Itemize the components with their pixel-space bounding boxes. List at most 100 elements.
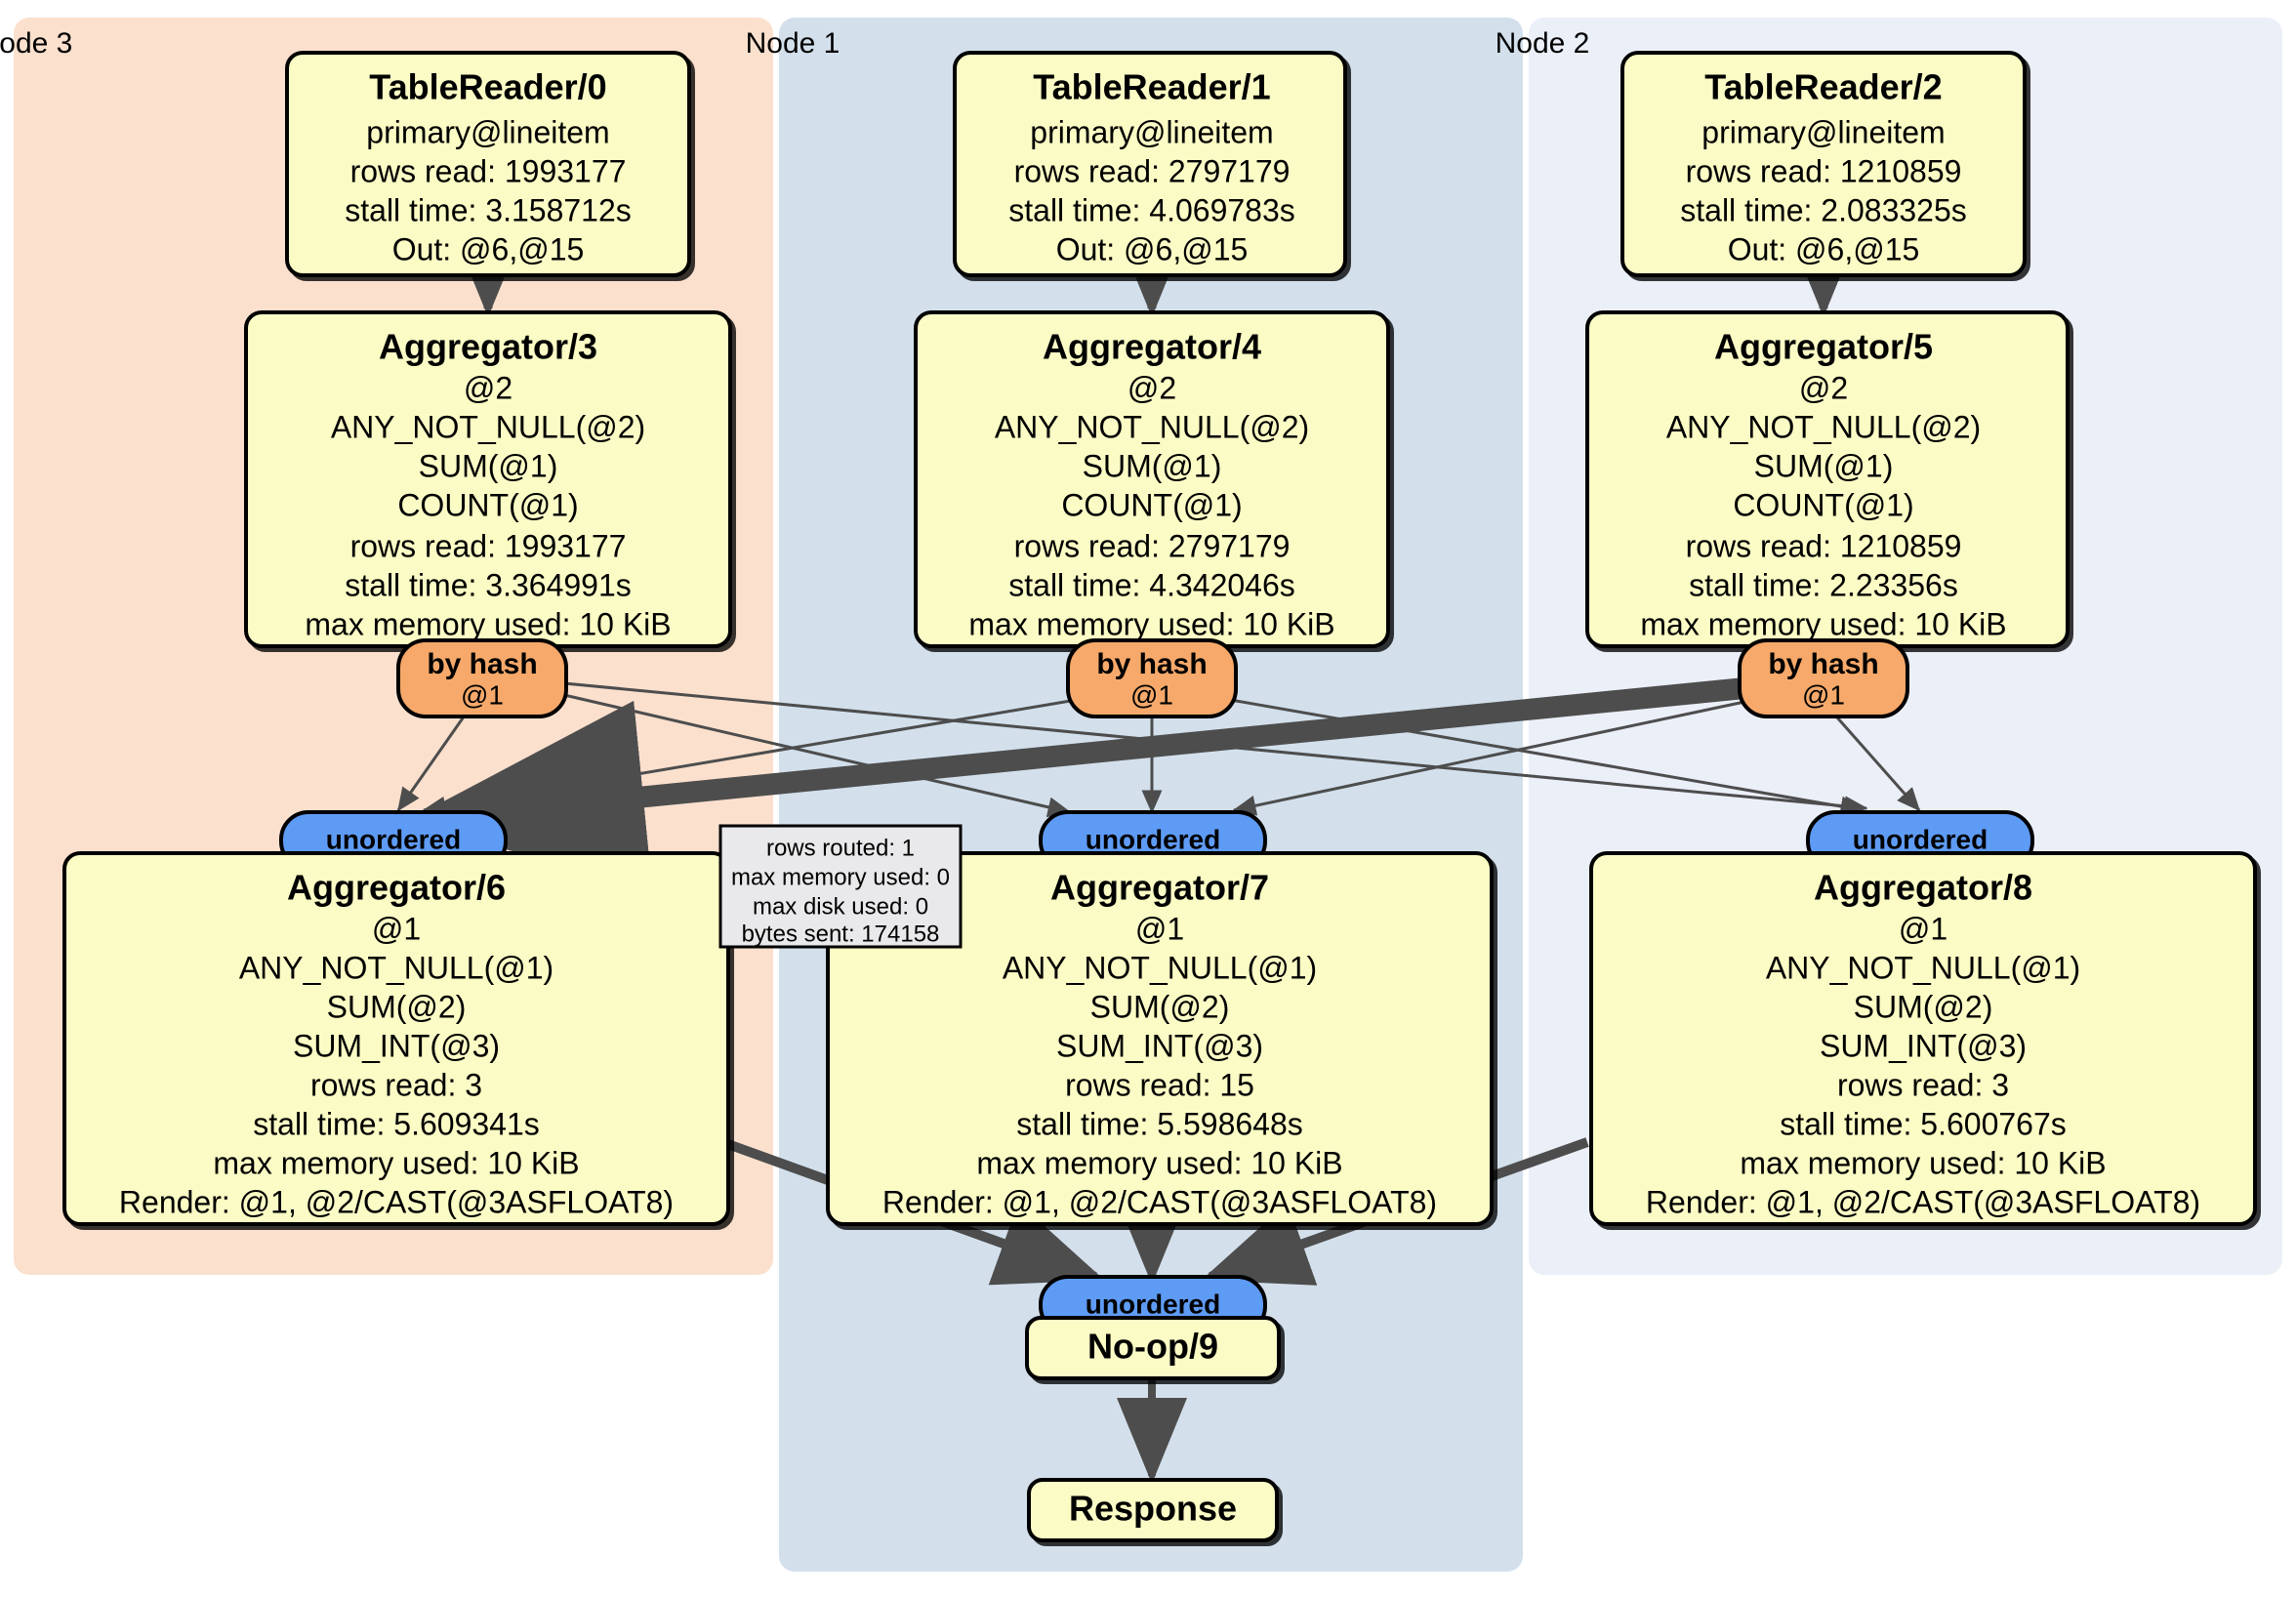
processor-line: COUNT(@1): [397, 487, 578, 522]
processor-line: rows read: 1210859: [1686, 528, 1962, 563]
processor-line: Render: @1, @2/CAST(@3ASFLOAT8): [1646, 1184, 2200, 1219]
router-subtitle: @1: [1130, 679, 1173, 710]
processor-node-aggregator-4[interactable]: Aggregator/4 @2 ANY_NOT_NULL(@2) SUM(@1)…: [914, 310, 1390, 648]
processor-line: primary@lineitem: [1702, 114, 1945, 149]
edge-stats-line: max memory used: 0: [731, 864, 950, 890]
processor-node-noop-9[interactable]: No-op/9: [1025, 1316, 1281, 1380]
processor-line: SUM_INT(@3): [293, 1028, 500, 1063]
processor-title: Aggregator/3: [379, 327, 597, 367]
processor-line: Render: @1, @2/CAST(@3ASFLOAT8): [882, 1184, 1437, 1219]
router-title: by hash: [1768, 648, 1878, 680]
processor-line: rows read: 1993177: [350, 153, 627, 188]
processor-node-tablereader-0[interactable]: TableReader/0 primary@lineitem rows read…: [285, 51, 691, 277]
synchronizer-label: unordered: [326, 824, 461, 854]
edge-group-hash-to-unordered: [396, 673, 1921, 893]
processor-line: SUM(@2): [327, 989, 467, 1024]
processor-line: ANY_NOT_NULL(@1): [239, 950, 554, 985]
processor-line: rows read: 3: [1837, 1067, 2009, 1102]
processor-node-aggregator-6[interactable]: Aggregator/6 @1 ANY_NOT_NULL(@1) SUM(@2)…: [62, 851, 730, 1226]
processor-line: max memory used: 10 KiB: [1640, 606, 2006, 641]
processor-line: Out: @6,@15: [392, 231, 585, 266]
processor-line: ANY_NOT_NULL(@2): [1666, 409, 1981, 444]
processor-line: COUNT(@1): [1061, 487, 1242, 522]
processor-node-aggregator-3[interactable]: Aggregator/3 @2 ANY_NOT_NULL(@2) SUM(@1)…: [244, 310, 732, 648]
processor-line: @2: [1128, 370, 1176, 405]
processor-title: Aggregator/4: [1043, 327, 1261, 367]
edge-stats-line: rows routed: 1: [766, 835, 915, 861]
processor-line: @2: [464, 370, 512, 405]
processor-line: rows read: 2797179: [1014, 153, 1291, 188]
edge-hash4-sync8: [1202, 693, 1865, 817]
processor-line: stall time: 2.083325s: [1680, 192, 1967, 227]
processor-title: Aggregator/7: [1050, 868, 1269, 908]
synchronizer-label: unordered: [1853, 824, 1988, 854]
processor-line: @2: [1799, 370, 1848, 405]
processor-line: rows read: 1993177: [350, 528, 627, 563]
processor-title: TableReader/2: [1704, 67, 1942, 107]
processor-line: SUM_INT(@3): [1056, 1028, 1263, 1063]
processor-node-aggregator-8[interactable]: Aggregator/8 @1 ANY_NOT_NULL(@1) SUM(@2)…: [1589, 851, 2257, 1226]
processor-line: stall time: 5.609341s: [253, 1106, 540, 1141]
processor-line: rows read: 15: [1065, 1067, 1254, 1102]
processor-line: SUM_INT(@3): [1820, 1028, 2027, 1063]
processor-line: Render: @1, @2/CAST(@3ASFLOAT8): [119, 1184, 674, 1219]
edge-hash5-sync8: [1827, 708, 1921, 812]
processor-line: stall time: 5.598648s: [1016, 1106, 1303, 1141]
processor-line: ANY_NOT_NULL(@1): [1003, 950, 1317, 985]
processor-line: COUNT(@1): [1733, 487, 1913, 522]
processor-line: max memory used: 10 KiB: [1740, 1145, 2106, 1180]
processor-title: Aggregator/6: [287, 868, 506, 908]
processor-line: stall time: 4.342046s: [1008, 567, 1295, 602]
processor-line: max memory used: 10 KiB: [976, 1145, 1342, 1180]
processor-line: Out: @6,@15: [1056, 231, 1249, 266]
router-subtitle: @1: [461, 679, 504, 710]
processor-line: Out: @6,@15: [1728, 231, 1920, 266]
processor-node-aggregator-5[interactable]: Aggregator/5 @2 ANY_NOT_NULL(@2) SUM(@1)…: [1585, 310, 2070, 648]
cluster-label-node2: Node 2: [1496, 27, 1590, 60]
processor-line: max memory used: 10 KiB: [968, 606, 1334, 641]
processor-line: SUM(@1): [1083, 448, 1222, 483]
router-node-by-hash-4[interactable]: by hash @1: [1066, 638, 1238, 718]
processor-title: TableReader/0: [369, 67, 606, 107]
processor-line: stall time: 3.364991s: [345, 567, 632, 602]
processor-node-response[interactable]: Response: [1027, 1478, 1279, 1542]
processor-line: @1: [1135, 911, 1184, 946]
processor-line: @1: [372, 911, 421, 946]
processor-title: TableReader/1: [1033, 67, 1270, 107]
processor-line: SUM(@1): [1754, 448, 1894, 483]
processor-line: stall time: 2.23356s: [1689, 567, 1958, 602]
processor-line: stall time: 4.069783s: [1008, 192, 1295, 227]
processor-line: @1: [1899, 911, 1948, 946]
router-title: by hash: [1096, 648, 1207, 680]
edge-hash5-sync7: [1232, 693, 1778, 816]
cluster-label-node1: Node 1: [746, 27, 840, 60]
processor-node-aggregator-7[interactable]: Aggregator/7 @1 ANY_NOT_NULL(@1) SUM(@2)…: [826, 851, 1494, 1226]
processor-title: Aggregator/5: [1714, 327, 1933, 367]
processor-line: SUM(@2): [1090, 989, 1230, 1024]
processor-line: SUM(@1): [419, 448, 558, 483]
processor-line: rows read: 1210859: [1686, 153, 1962, 188]
processor-title: No-op/9: [1087, 1327, 1218, 1367]
cluster-label-node3: Node 3: [0, 27, 72, 60]
processor-line: rows read: 2797179: [1014, 528, 1291, 563]
processor-line: primary@lineitem: [366, 114, 609, 149]
router-subtitle: @1: [1802, 679, 1845, 710]
processor-line: rows read: 3: [310, 1067, 482, 1102]
router-node-by-hash-5[interactable]: by hash @1: [1738, 638, 1909, 718]
processor-line: ANY_NOT_NULL(@2): [331, 409, 645, 444]
processor-line: max memory used: 10 KiB: [305, 606, 671, 641]
router-node-by-hash-3[interactable]: by hash @1: [396, 638, 568, 718]
processor-line: SUM(@2): [1854, 989, 1993, 1024]
edge-hash5-sync6-highlighted: [408, 673, 1796, 893]
processor-line: ANY_NOT_NULL(@2): [995, 409, 1309, 444]
processor-node-tablereader-2[interactable]: TableReader/2 primary@lineitem rows read…: [1620, 51, 2027, 277]
processor-title: Response: [1069, 1489, 1237, 1529]
synchronizer-label: unordered: [1086, 1289, 1220, 1319]
router-title: by hash: [427, 648, 537, 680]
processor-line: stall time: 3.158712s: [345, 192, 632, 227]
processor-title: Aggregator/8: [1814, 868, 2032, 908]
processor-line: stall time: 5.600767s: [1780, 1106, 2067, 1141]
processor-node-tablereader-1[interactable]: TableReader/1 primary@lineitem rows read…: [953, 51, 1347, 277]
synchronizer-label: unordered: [1086, 824, 1220, 854]
